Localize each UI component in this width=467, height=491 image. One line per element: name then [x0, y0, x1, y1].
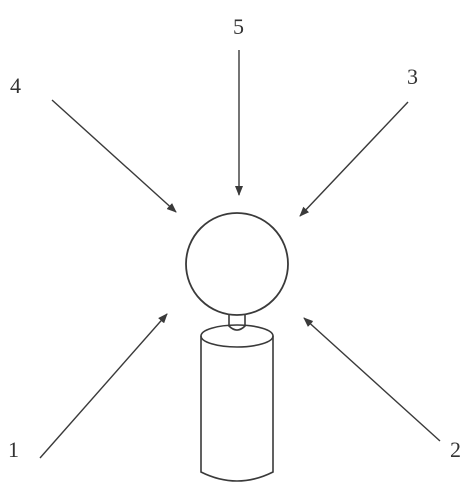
arrow-2	[304, 318, 440, 441]
arrow-1	[40, 314, 167, 458]
label-arrow-1: 1	[8, 437, 19, 462]
label-arrow-2: 2	[450, 437, 461, 462]
arrow-3	[300, 102, 408, 216]
label-arrow-5: 5	[233, 14, 244, 39]
label-arrow-4: 4	[10, 73, 21, 98]
arrow-4	[52, 100, 176, 212]
cylinder-shape	[201, 325, 273, 481]
sphere-shape	[186, 213, 288, 315]
label-arrow-3: 3	[407, 64, 418, 89]
neck-shape	[229, 315, 245, 330]
